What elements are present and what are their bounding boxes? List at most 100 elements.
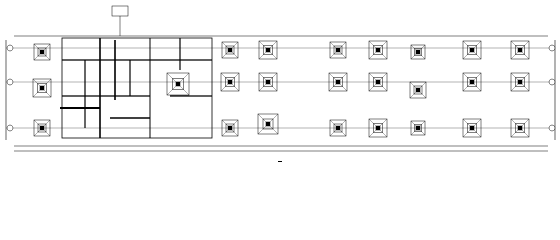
footing-inner xyxy=(263,77,273,87)
footing-outer xyxy=(510,72,530,92)
footing-9 xyxy=(258,72,278,92)
footing-6 xyxy=(220,72,240,92)
footing-outer xyxy=(33,43,51,61)
footing-inner xyxy=(333,77,343,87)
axis-bubble-left-3 xyxy=(6,124,14,132)
column-stub xyxy=(415,125,421,131)
footing-outer xyxy=(410,120,426,136)
axis-bubble-left-2 xyxy=(6,78,14,86)
footing-inner xyxy=(515,123,525,133)
column-stub xyxy=(39,125,45,131)
axis-bubble-right-2 xyxy=(548,78,556,86)
axis-bubble-right-1 xyxy=(548,44,556,52)
column-stub xyxy=(469,79,475,85)
footing-outer xyxy=(166,72,190,96)
footing-outer xyxy=(462,118,482,138)
footing-outer xyxy=(368,40,388,60)
footing-outer xyxy=(220,72,240,92)
footing-5 xyxy=(221,41,239,59)
footing-4 xyxy=(166,72,190,96)
footing-21 xyxy=(462,72,482,92)
footing-inner xyxy=(225,123,235,133)
column-stub xyxy=(39,49,45,55)
footing-outer xyxy=(221,41,239,59)
column-stub xyxy=(415,87,421,93)
column-stub xyxy=(227,125,233,131)
footing-inner xyxy=(333,123,343,133)
column-stub xyxy=(335,125,341,131)
footing-22 xyxy=(462,118,482,138)
footing-inner xyxy=(225,77,235,87)
column-stub xyxy=(335,47,341,53)
axis-bubble-left-1 xyxy=(6,44,14,52)
footing-inner xyxy=(467,123,477,133)
tag-box xyxy=(111,5,129,36)
column-stub xyxy=(175,81,181,87)
footing-16 xyxy=(368,118,388,138)
footing-23 xyxy=(510,40,530,60)
footing-inner xyxy=(225,45,235,55)
footing-outer xyxy=(510,118,530,138)
column-stub xyxy=(517,47,523,53)
footing-inner xyxy=(413,85,423,95)
footing-inner xyxy=(467,77,477,87)
footing-inner xyxy=(373,123,383,133)
footing-outer xyxy=(368,72,388,92)
footing-outer xyxy=(409,81,427,99)
footing-outer xyxy=(462,72,482,92)
footing-inner xyxy=(37,83,47,93)
column-stub xyxy=(227,47,233,53)
column-stub xyxy=(469,125,475,131)
footing-outer xyxy=(328,72,348,92)
footing-outer xyxy=(329,41,347,59)
footing-outer xyxy=(368,118,388,138)
footing-inner xyxy=(333,45,343,55)
column-stub xyxy=(335,79,341,85)
footing-inner xyxy=(373,77,383,87)
footing-outer xyxy=(258,40,278,60)
tag-box-rect xyxy=(111,5,129,17)
footing-inner xyxy=(467,45,477,55)
footing-14 xyxy=(368,40,388,60)
footing-outer xyxy=(32,78,52,98)
structural-walls xyxy=(60,37,213,139)
footing-inner xyxy=(262,118,274,130)
footing-inner xyxy=(37,47,47,57)
drawing-title-text xyxy=(278,156,282,162)
footing-outer xyxy=(221,119,239,137)
footing-10 xyxy=(257,113,279,135)
footing-3 xyxy=(33,119,51,137)
footing-outer xyxy=(257,113,279,135)
footing-25 xyxy=(510,118,530,138)
column-stub xyxy=(39,85,45,91)
footing-inner xyxy=(373,45,383,55)
footing-20 xyxy=(462,40,482,60)
footing-18 xyxy=(409,81,427,99)
footing-outer xyxy=(510,40,530,60)
foundation-plan-drawing xyxy=(5,5,556,152)
footing-inner xyxy=(515,45,525,55)
column-stub xyxy=(227,79,233,85)
footing-1 xyxy=(33,43,51,61)
footing-group xyxy=(32,40,530,138)
footing-outer xyxy=(410,44,426,60)
column-stub xyxy=(265,47,271,53)
footing-19 xyxy=(410,120,426,136)
column-stub xyxy=(469,47,475,53)
footing-24 xyxy=(510,72,530,92)
axis-bubble-right-3 xyxy=(548,124,556,132)
column-stub xyxy=(375,79,381,85)
core-outline xyxy=(61,37,213,139)
footing-outer xyxy=(258,72,278,92)
footing-15 xyxy=(368,72,388,92)
column-stub xyxy=(517,79,523,85)
footing-inner xyxy=(37,123,47,133)
footing-12 xyxy=(328,72,348,92)
footing-17 xyxy=(410,44,426,60)
column-stub xyxy=(375,47,381,53)
column-stub xyxy=(517,125,523,131)
column-stub xyxy=(415,49,421,55)
footing-13 xyxy=(329,119,347,137)
footing-inner xyxy=(414,124,422,132)
footing-inner xyxy=(172,78,184,90)
